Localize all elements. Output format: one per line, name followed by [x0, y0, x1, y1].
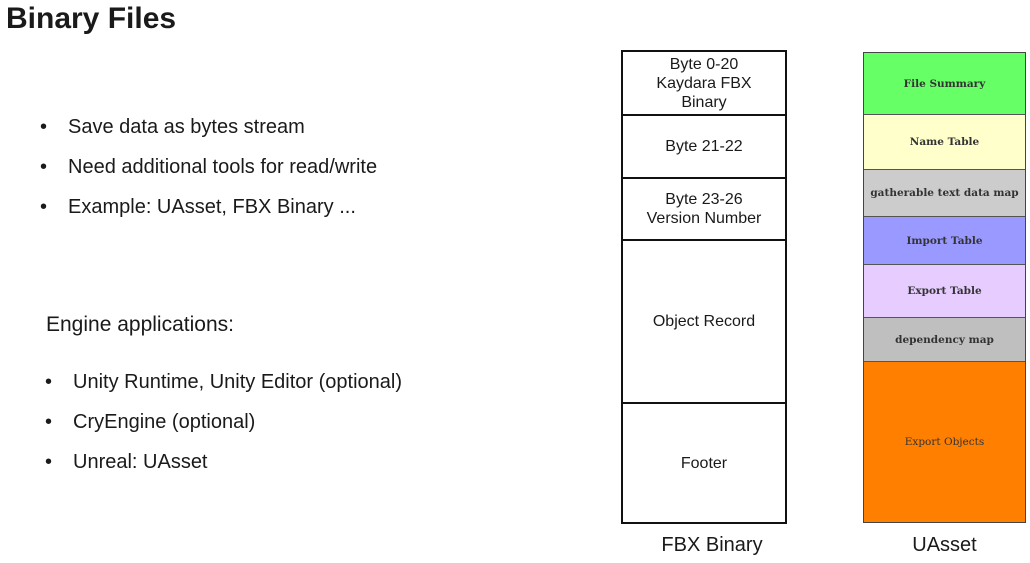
slide-title: Binary Files	[6, 2, 177, 35]
uasset-gatherable-text-block: gatherable text data map	[864, 170, 1025, 217]
bullet-item: Example: UAsset, FBX Binary ...	[40, 194, 377, 234]
fbx-version-block: Byte 23-26 Version Number	[623, 179, 785, 241]
fbx-byte-21-22-block: Byte 21-22	[623, 116, 785, 179]
fbx-binary-caption: FBX Binary	[661, 534, 763, 556]
uasset-import-table-block: Import Table	[864, 217, 1025, 265]
engine-bullet-list: Unity Runtime, Unity Editor (optional) C…	[45, 369, 402, 489]
bullet-item: Unity Runtime, Unity Editor (optional)	[45, 369, 402, 409]
uasset-file-summary-block: File Summary	[864, 53, 1025, 115]
bullet-item: CryEngine (optional)	[45, 409, 402, 449]
uasset-layout-diagram: File Summary Name Table gatherable text …	[863, 52, 1026, 523]
uasset-export-objects-block: Export Objects	[864, 362, 1025, 522]
bullet-item: Need additional tools for read/write	[40, 154, 377, 194]
bullet-item: Unreal: UAsset	[45, 449, 402, 489]
fbx-footer-block: Footer	[680, 454, 728, 472]
primary-bullet-list: Save data as bytes stream Need additiona…	[40, 114, 377, 234]
fbx-object-record-block: Object Record	[623, 241, 785, 404]
uasset-export-table-block: Export Table	[864, 265, 1025, 318]
fbx-binary-layout-diagram: Byte 0-20 Kaydara FBX Binary Byte 21-22 …	[621, 50, 787, 524]
uasset-name-table-block: Name Table	[864, 115, 1025, 170]
engine-applications-heading: Engine applications:	[46, 313, 234, 336]
bullet-item: Save data as bytes stream	[40, 114, 377, 154]
fbx-header-block: Byte 0-20 Kaydara FBX Binary	[623, 52, 785, 116]
uasset-dependency-map-block: dependency map	[864, 318, 1025, 362]
uasset-caption: UAsset	[912, 534, 977, 556]
